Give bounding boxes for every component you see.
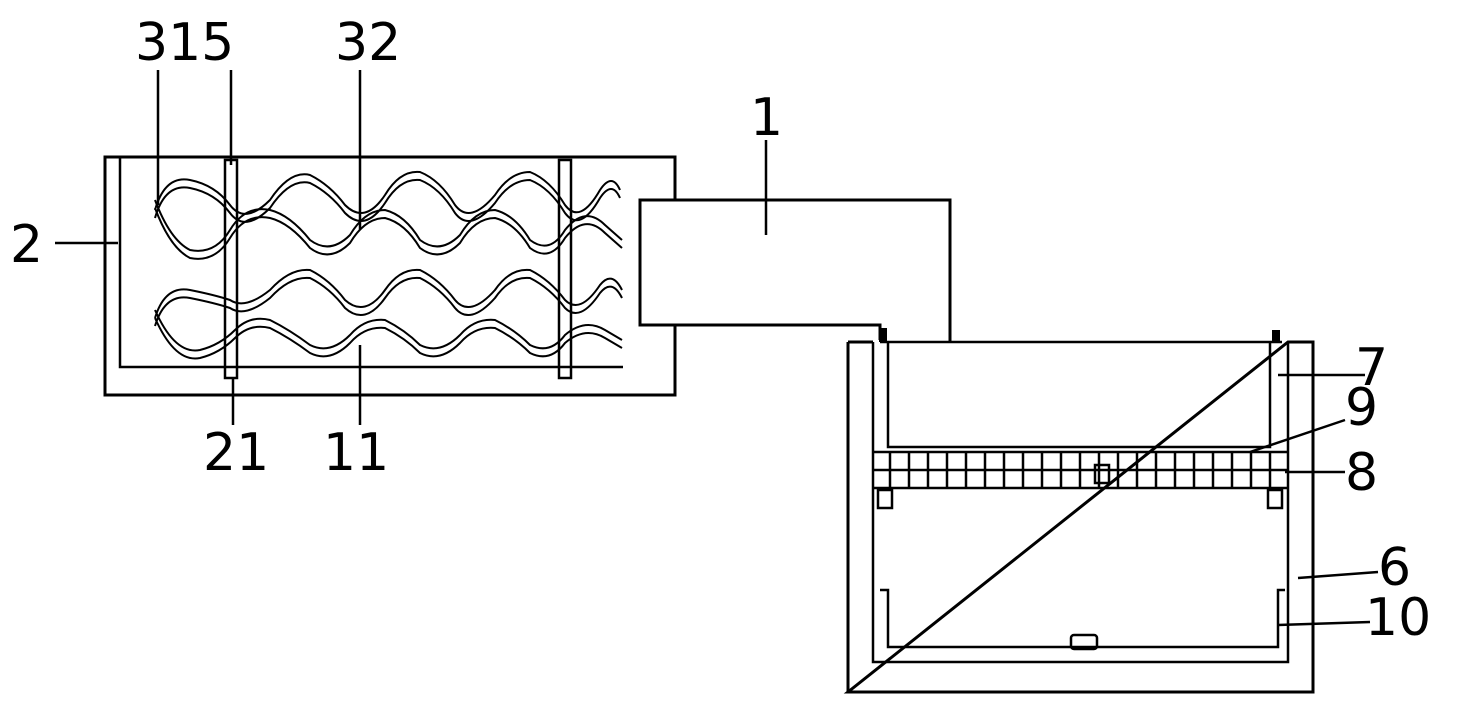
drain-plug <box>1069 633 1099 651</box>
wave-2a <box>154 199 623 252</box>
right-tank-inner <box>871 342 1290 664</box>
label-1: 1 <box>750 88 783 148</box>
wave-1a <box>154 170 621 215</box>
lower-basin <box>880 588 1285 649</box>
wave-2b <box>154 207 623 260</box>
label-21: 21 <box>203 423 269 483</box>
left-tank <box>103 155 952 397</box>
grid-cells <box>888 452 1272 488</box>
left-tank-inner <box>118 157 623 369</box>
connector-top <box>640 198 952 342</box>
label-8: 8 <box>1345 443 1378 503</box>
label-9: 9 <box>1345 378 1378 438</box>
post-right <box>1272 330 1280 342</box>
label-11: 11 <box>323 423 389 483</box>
support-right <box>1266 488 1284 510</box>
leader-lines <box>55 70 1379 627</box>
wave-3a <box>154 268 623 319</box>
right-tank <box>843 328 1315 694</box>
label-10: 10 <box>1365 588 1431 648</box>
rod-right <box>557 158 573 380</box>
label-315: 315 <box>135 13 234 73</box>
label-6: 6 <box>1378 538 1411 598</box>
post-left <box>879 328 887 342</box>
label-32: 32 <box>335 13 401 73</box>
support-left <box>876 488 894 510</box>
left-tank-outer <box>103 155 677 397</box>
wave-4b <box>154 317 623 360</box>
right-tank-outer <box>843 340 1315 694</box>
wave-3b <box>154 276 623 327</box>
wave-4a <box>154 309 623 352</box>
label-7: 7 <box>1355 338 1388 398</box>
inner-container <box>880 340 1282 449</box>
wave-1b <box>154 178 621 223</box>
label-2: 2 <box>10 215 43 275</box>
grid-center-block <box>1093 463 1111 485</box>
